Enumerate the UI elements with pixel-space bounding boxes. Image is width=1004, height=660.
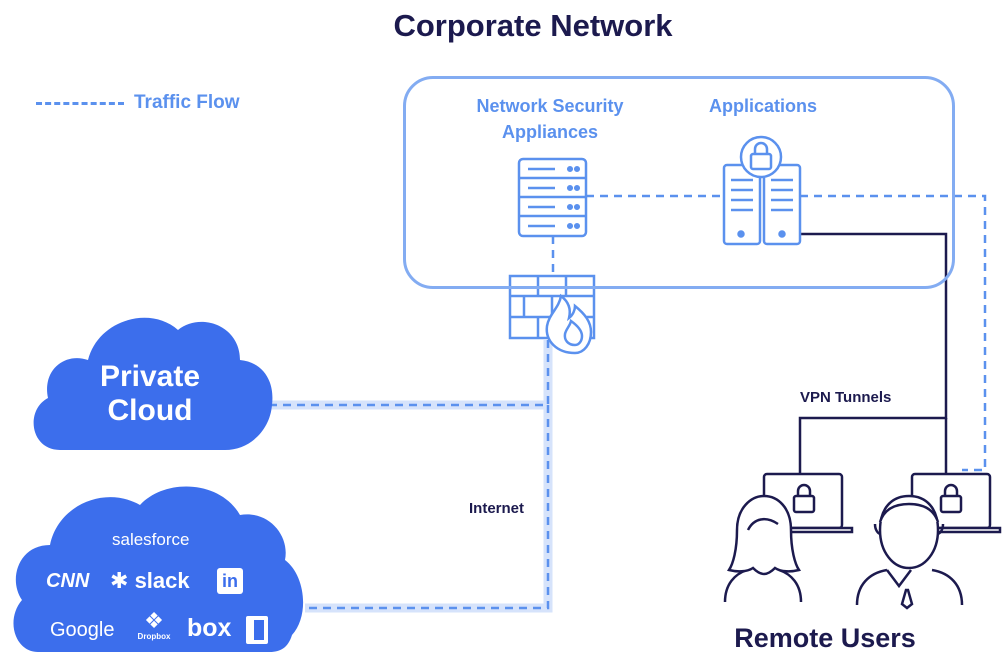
security-appliance-icon	[517, 157, 588, 238]
private-cloud-line2: Cloud	[107, 394, 193, 427]
dropbox-logo: ❖ Dropbox	[134, 608, 174, 642]
female-user-icon	[723, 494, 803, 603]
dropbox-text: Dropbox	[137, 632, 171, 641]
traffic-flow-paths	[551, 194, 987, 472]
dashed-line-swatch	[36, 101, 124, 105]
legend-label: Traffic Flow	[134, 92, 240, 113]
internet-links	[270, 340, 553, 613]
dropbox-icon: ❖	[144, 608, 164, 633]
private-cloud-line1: Private	[99, 360, 201, 393]
vpn-tunnels-label: VPN Tunnels	[800, 389, 892, 406]
office-icon	[246, 616, 268, 644]
page-title: Corporate Network	[393, 8, 673, 43]
legend: Traffic Flow	[36, 92, 240, 114]
corporate-network-box	[403, 76, 955, 289]
slack-logo: ✱ slack	[110, 568, 190, 594]
male-user-icon	[855, 494, 964, 610]
applications-label: Applications	[708, 96, 817, 116]
applications-icon	[722, 135, 802, 246]
linkedin-logo: in	[217, 568, 243, 594]
saas-cloud-shape	[13, 486, 304, 652]
vpn-tunnel-lines	[798, 232, 948, 474]
salesforce-logo: salesforce	[112, 530, 190, 549]
private-cloud-label: Private Cloud	[70, 360, 230, 428]
private-cloud-shape	[33, 317, 273, 450]
security-appliances-label: Network Security Appliances	[476, 96, 624, 142]
slack-icon: ✱	[110, 568, 129, 593]
slack-text: slack	[134, 568, 190, 593]
remote-users-title: Remote Users	[734, 623, 916, 653]
internet-label: Internet	[469, 500, 525, 517]
box-logo: box	[187, 614, 232, 642]
cnn-logo: CNN	[46, 570, 90, 592]
google-logo: Google	[50, 619, 115, 641]
